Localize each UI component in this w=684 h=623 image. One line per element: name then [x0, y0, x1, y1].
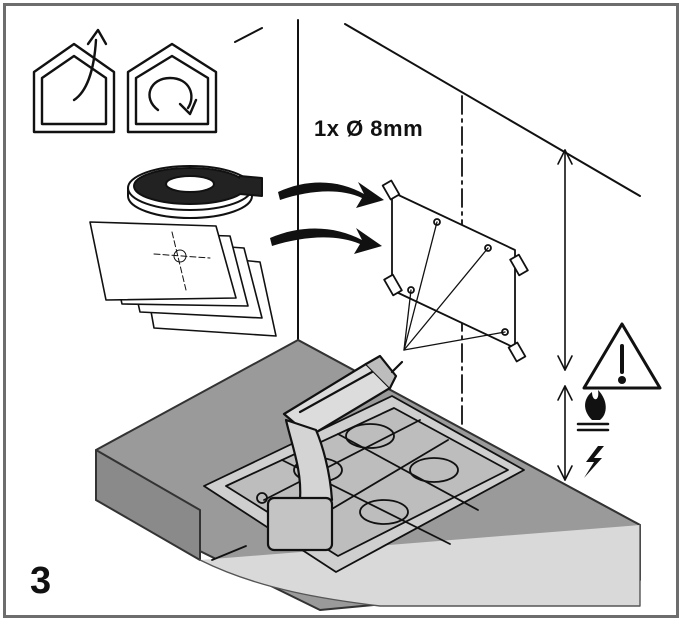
step-number: 3 — [30, 560, 52, 602]
dimension-arrows — [557, 149, 573, 481]
mounting-template — [381, 179, 529, 363]
hole-spec-label: 1x Ø 8mm — [314, 116, 424, 141]
paper-templates-icon — [89, 221, 277, 337]
recirculation-mode-icon — [126, 42, 218, 134]
gas-flame-icon — [576, 390, 610, 432]
hazard-warning-icon — [582, 322, 662, 390]
placement-arrows — [270, 182, 384, 254]
drill-guide-lines — [403, 221, 506, 351]
cordless-drill-icon — [266, 354, 404, 552]
extraction-mode-icon — [32, 28, 116, 134]
electric-hazard-icon — [584, 446, 604, 478]
sealing-tape-roll-icon — [127, 165, 263, 219]
